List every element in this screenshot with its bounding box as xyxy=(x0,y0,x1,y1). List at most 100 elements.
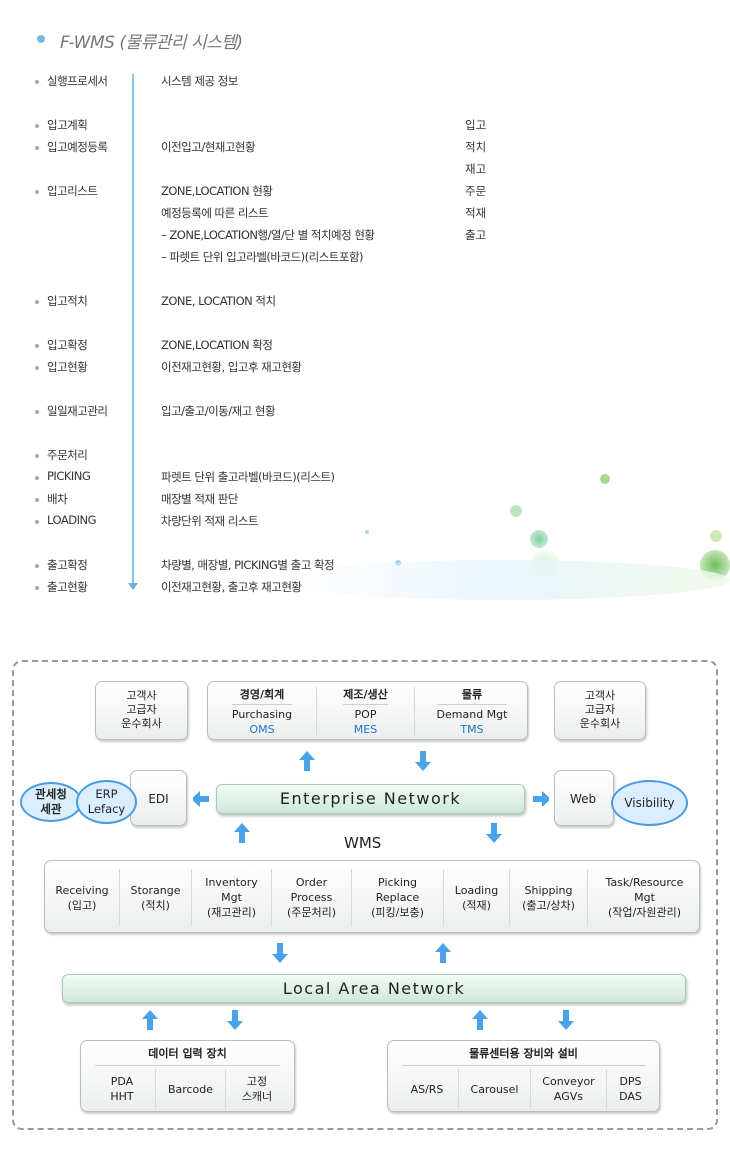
process-info: ZONE,LOCATION 현황 xyxy=(161,184,273,198)
equipment-label: 고정 xyxy=(246,1075,268,1088)
equipment-item: PDA HHT xyxy=(89,1069,155,1109)
module-label: Process xyxy=(290,891,333,904)
group-line2: OMS xyxy=(249,723,275,736)
process-step: 입고현황 xyxy=(47,360,88,374)
diagram-frame xyxy=(12,660,718,1130)
arrow-up-icon xyxy=(234,823,250,843)
process-step: 입고적치 xyxy=(47,294,88,308)
module-label: (입고) xyxy=(67,898,97,912)
customer-box-right: 고객사 고급자 운수회사 xyxy=(554,681,646,740)
module-label: Picking xyxy=(378,876,417,889)
label: 고객사 xyxy=(126,689,157,702)
equipment-label: DAS xyxy=(619,1090,642,1103)
group-line1: Purchasing xyxy=(231,708,293,721)
wms-module: Receiving(입고) xyxy=(45,869,119,926)
module-label: (출고/상차) xyxy=(522,898,575,912)
arrow-up-icon xyxy=(299,751,315,771)
wms-label: WMS xyxy=(344,834,382,852)
wms-module: Shipping(출고/상차) xyxy=(509,869,587,926)
group-header: 물류센터용 장비와 설비 xyxy=(402,1047,645,1066)
process-info: 이전재고현황, 입고후 재고현황 xyxy=(161,360,302,374)
label: 관세청 xyxy=(35,787,67,801)
module-label: (적치) xyxy=(141,898,170,912)
group-line2: TMS xyxy=(460,723,484,736)
module-label: Mgt xyxy=(221,891,242,904)
label: 고급자 xyxy=(126,703,157,716)
group-header: 물류 xyxy=(436,687,508,705)
module-label: (적재) xyxy=(462,898,491,912)
equipment-label: Barcode xyxy=(167,1082,214,1096)
bullet-icon xyxy=(35,410,39,414)
title-bullet-icon xyxy=(37,35,45,43)
group-line1: POP xyxy=(354,708,377,721)
module-label: Receiving xyxy=(55,883,109,897)
equipment-item: AS/RS xyxy=(396,1069,458,1109)
bullet-icon xyxy=(35,520,39,524)
module-label: (재고관리) xyxy=(206,906,257,919)
system-group: 제조/생산 POP MES xyxy=(316,687,414,737)
label: Web xyxy=(570,792,597,806)
process-info: 시스템 제공 정보 xyxy=(161,74,238,88)
process-info: 파렛트 단위 출고라벨(바코드)(리스트) xyxy=(161,470,335,484)
process-info: ZONE,LOCATION 확정 xyxy=(161,338,273,352)
bullet-icon xyxy=(35,366,39,370)
arrow-up-icon xyxy=(472,1010,488,1030)
process-step: 입고예정등록 xyxy=(47,140,108,154)
group-header: 제조/생산 xyxy=(343,687,388,705)
equipment-item: Carousel xyxy=(458,1069,530,1109)
process-step: 입고계획 xyxy=(47,118,88,132)
module-label: Storange xyxy=(130,883,181,897)
local-area-network-bar: Local Area Network xyxy=(62,974,686,1003)
arrow-down-icon xyxy=(558,1010,574,1030)
web-box: Web xyxy=(554,770,614,826)
bullet-icon xyxy=(35,586,39,590)
equipment-label: PDA xyxy=(110,1075,134,1088)
process-info: 차량단위 적재 리스트 xyxy=(161,514,259,528)
process-stage: 입고 xyxy=(465,118,487,132)
group-line2: MES xyxy=(353,723,378,736)
bullet-icon xyxy=(35,498,39,502)
module-label: (피킹/보충) xyxy=(371,906,424,919)
arrow-down-icon xyxy=(486,823,502,843)
module-label: Inventory xyxy=(205,876,258,889)
bullet-icon xyxy=(35,300,39,304)
bullet-icon xyxy=(35,124,39,128)
process-info: – ZONE,LOCATION행/열/단 별 적치예정 현황 xyxy=(161,228,375,242)
bullet-icon xyxy=(35,564,39,568)
equipment-label: HHT xyxy=(110,1090,134,1103)
arrow-up-icon xyxy=(435,943,451,963)
process-step: 주문처리 xyxy=(47,448,88,462)
process-step: 출고현황 xyxy=(47,580,88,594)
process-stage: 주문 xyxy=(465,184,487,198)
module-label: (주문처리) xyxy=(286,906,337,919)
process-stage: 적재 xyxy=(465,206,487,220)
module-label: Replace xyxy=(375,891,420,904)
label: 고객사 xyxy=(584,689,616,702)
process-stage: 출고 xyxy=(465,228,487,242)
module-label: Order xyxy=(295,876,328,889)
label: 고급자 xyxy=(584,703,616,716)
bullet-icon xyxy=(35,454,39,458)
process-info: 이전입고/현재고현황 xyxy=(161,140,256,154)
arrow-down-icon xyxy=(272,943,288,963)
group-header: 경영/회계 xyxy=(231,687,293,705)
process-flow-line xyxy=(132,74,134,588)
arrow-down-icon xyxy=(128,583,138,590)
group-line1: Demand Mgt xyxy=(436,708,508,721)
customer-box-left: 고객사 고급자 운수회사 xyxy=(95,681,188,740)
process-info: ZONE, LOCATION 적치 xyxy=(161,294,276,308)
wms-module: Loading(적재) xyxy=(443,869,509,926)
process-step: PICKING xyxy=(47,469,91,483)
label: Visibility xyxy=(624,795,675,810)
process-step: 입고리스트 xyxy=(47,184,98,198)
arrow-down-icon xyxy=(415,751,431,771)
